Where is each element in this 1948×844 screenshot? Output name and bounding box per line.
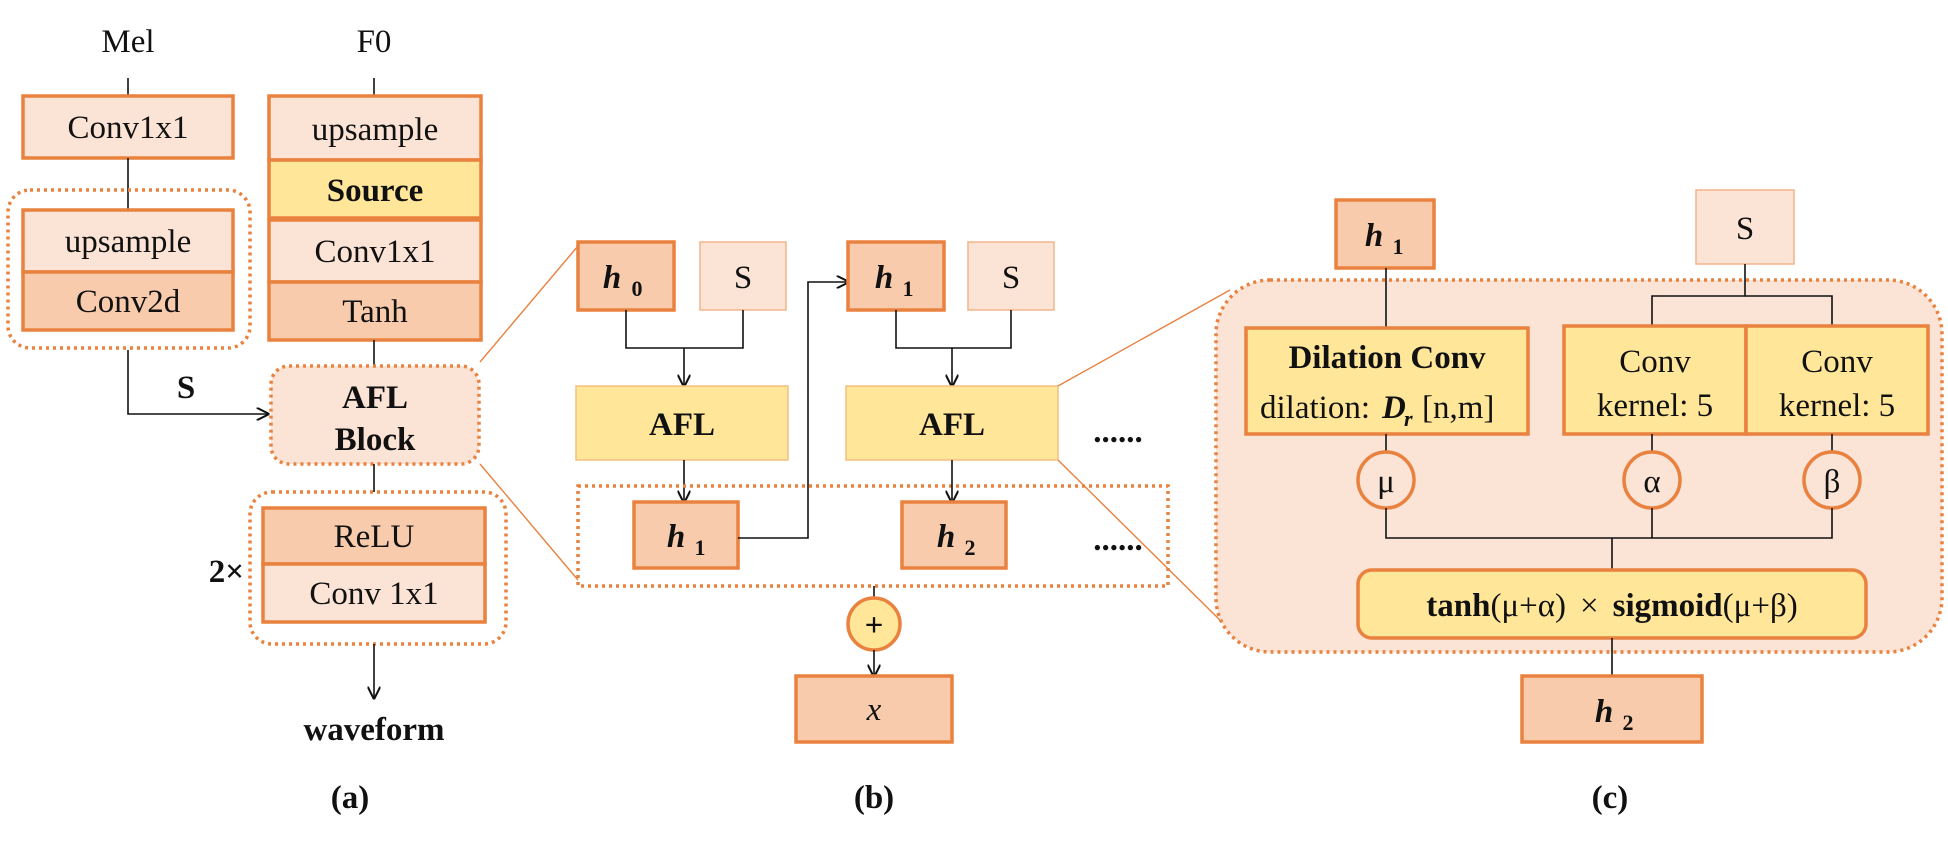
gate-formula: tanh(μ+α) × sigmoid(μ+β) [1426,588,1798,624]
h2-box [900,500,1008,570]
dilation-sub: r [1404,406,1413,431]
h0-box [576,240,676,312]
outputs-group [576,484,1170,588]
formula-arg1: (μ+α) [1490,588,1566,624]
panel-b: h 0 S AFL h 1 h 1 S AFL ...... h 2 .. [575,240,1170,816]
s1-label: S [734,260,752,296]
conv2d-label: Conv2d [76,284,181,320]
h1-bottom-box [632,500,740,570]
conv-beta-line2: kernel: 5 [1779,388,1895,424]
c-h2-box [1520,674,1704,744]
h1-top-box [846,240,946,312]
waveform-label: waveform [303,712,444,748]
formula-times: × [1580,588,1599,624]
repeat-group [248,490,508,646]
panel-c: h 1 S Dilation Conv dilation: D r [n,m] … [1214,189,1944,816]
dots-top: ...... [1093,414,1143,450]
c-h2-label: h [1595,694,1613,730]
s-label: S [177,370,195,406]
dilation-prefix: dilation: [1260,390,1370,426]
dilation-suffix: [n,m] [1422,390,1494,426]
s2-label: S [1002,260,1020,296]
h1-top-label: h [875,260,893,296]
mel-conv1x1-label: Conv1x1 [67,110,188,146]
beta-label: β [1824,464,1841,500]
f0-label: F0 [357,24,392,60]
dilation-title: Dilation Conv [1288,340,1486,376]
formula-arg2: (μ+β) [1723,588,1798,624]
caption-a: (a) [331,780,369,816]
c-s-box [1695,189,1795,265]
c-h1-label: h [1365,218,1383,254]
h2-label: h [937,519,955,555]
x-output-label: x [866,692,882,728]
source-box [267,158,483,220]
conv2d-box [21,270,235,332]
relu-label: ReLU [334,519,415,555]
h0-sub: 0 [632,276,643,301]
relu-box [261,506,487,566]
afl1-label: AFL [649,407,715,443]
upsample-right-box [267,94,483,162]
upsample-right-label: upsample [312,112,438,148]
conv-beta-box [1744,324,1930,436]
afl1-box [575,385,789,461]
afl-block-line1: AFL [342,380,408,416]
upsample-left-label: upsample [65,224,191,260]
formula-sigmoid: sigmoid [1613,588,1723,624]
afl-block-line2: Block [335,422,416,458]
h1-bottom-label: h [667,519,685,555]
mu-label: μ [1377,464,1395,500]
mel-conv1x1-box [21,94,235,160]
upsample-group [6,188,252,350]
c-h1-box [1334,198,1436,270]
h1-bottom-sub: 1 [695,535,706,560]
tanh-box [267,280,483,342]
dots-bottom: ...... [1093,522,1143,558]
dilation-conv-box [1244,326,1530,436]
upsample-left-box [21,208,235,274]
afl2-box [845,385,1059,461]
conv-alpha-box [1562,324,1748,436]
c-h1-sub: 1 [1393,234,1404,259]
h2-sub: 2 [965,535,976,560]
x-output-box [794,674,954,744]
conv-out-label: Conv 1x1 [309,576,438,612]
dilation-var: D [1381,390,1406,426]
afl-block-box [269,364,481,466]
conv-out-box [261,562,487,624]
conv-alpha-line2: kernel: 5 [1597,388,1713,424]
h0-label: h [603,260,621,296]
c-h2-sub: 2 [1623,710,1634,735]
s1-box [699,241,787,311]
tanh-label: Tanh [342,294,408,330]
caption-b: (b) [854,780,894,816]
conv-alpha-line1: Conv [1619,344,1691,380]
repeat-label: 2× [209,554,244,590]
formula-tanh: tanh [1426,588,1490,624]
c-s-label: S [1736,211,1754,247]
conv-beta-line1: Conv [1801,344,1873,380]
afl2-label: AFL [919,407,985,443]
alpha-label: α [1643,464,1660,500]
conv1x1-right-label: Conv1x1 [314,234,435,270]
panel-a: Mel F0 Conv1x1 upsample Conv2d upsample … [6,24,508,816]
caption-c: (c) [1592,780,1629,816]
sum-label: + [865,608,884,644]
h1-top-sub: 1 [903,276,914,301]
mel-label: Mel [101,24,154,60]
source-label: Source [327,173,424,209]
